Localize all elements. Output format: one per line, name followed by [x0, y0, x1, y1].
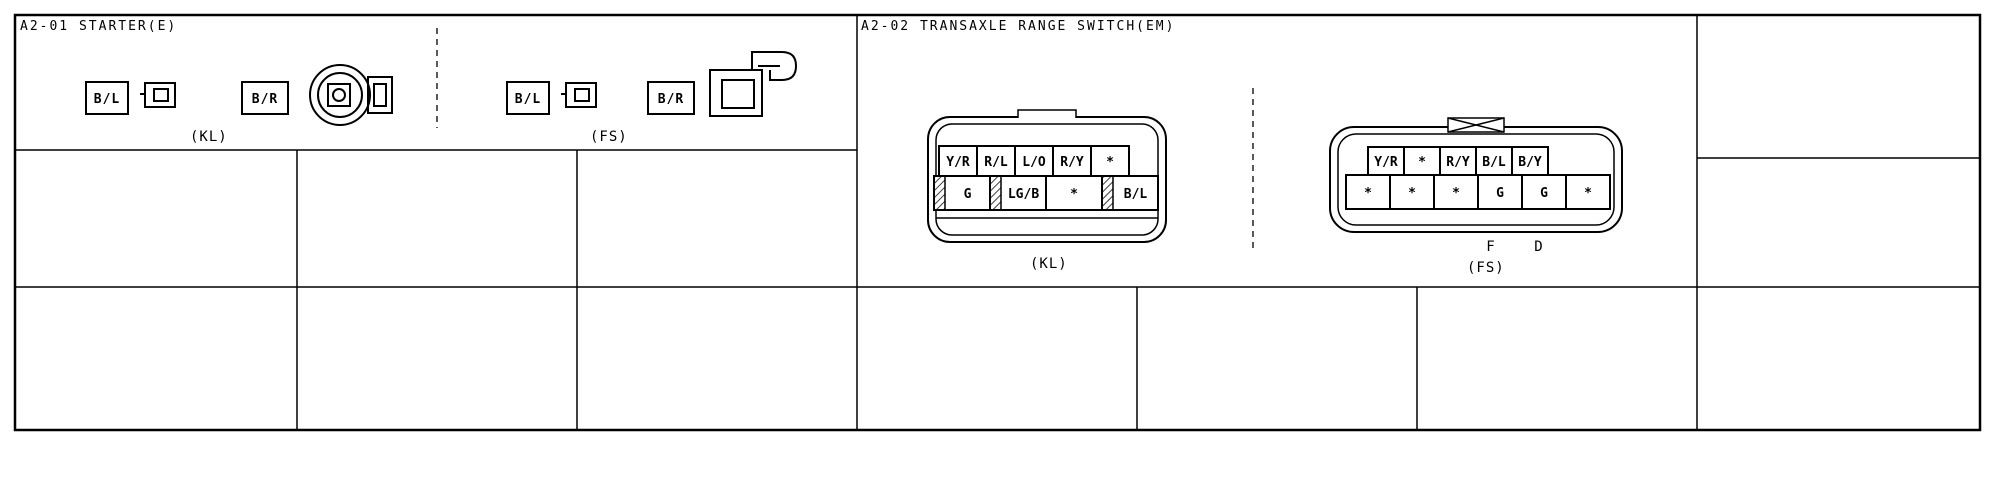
fs-bottom-pin-row: * * * G G *: [1345, 174, 1611, 210]
starter-fs-label: (FS): [590, 129, 628, 145]
pin-label: *: [1408, 186, 1416, 201]
pin-label: *: [1584, 186, 1592, 201]
pin-cell: Y/R: [938, 145, 978, 177]
pin-label: L/O: [1022, 155, 1046, 170]
ring-terminal-icon: [309, 64, 393, 126]
pin-label: R/L: [984, 155, 1008, 170]
transaxle-kl-connector: Y/R R/L L/O R/Y * G LG/B * B/L (KL): [927, 109, 1167, 272]
pin-cell: R/L: [976, 145, 1016, 177]
pin-label: B/Y: [1518, 155, 1542, 170]
starter-kl-label: (KL): [190, 129, 228, 145]
starter-kl-wire-right: B/R: [252, 92, 278, 107]
pin-cell: Y/R: [1367, 146, 1405, 176]
transaxle-fs-label: (FS): [1467, 260, 1505, 276]
key-hatch: [1101, 175, 1114, 211]
kl-bottom-pin-row: G LG/B * B/L: [933, 175, 1159, 211]
transaxle-kl-label: (KL): [1030, 256, 1068, 272]
pin-label: *: [1106, 155, 1114, 170]
starter-kl-wire-left: B/L: [94, 92, 120, 107]
pin-cell: LG/B: [989, 175, 1047, 211]
lock-tab-icon: [1447, 117, 1505, 133]
pin-cell: *: [1565, 174, 1611, 210]
transaxle-fs-connector: Y/R * R/Y B/L B/Y * * * G G * F D (FS): [1329, 117, 1623, 276]
pin-cell: *: [1389, 174, 1435, 210]
transaxle-title: A2-02 TRANSAXLE RANGE SWITCH(EM): [861, 19, 1175, 34]
pin-cell: G: [1521, 174, 1567, 210]
pin-label: *: [1364, 186, 1372, 201]
pin-label: G: [1496, 186, 1504, 201]
pin-label: B/L: [1124, 187, 1148, 202]
flag-terminal-icon: [709, 51, 798, 117]
plug-icon: [561, 82, 597, 108]
fs-top-pin-row: Y/R * R/Y B/L B/Y: [1367, 146, 1549, 176]
kl-top-pin-row: Y/R R/L L/O R/Y *: [938, 145, 1130, 177]
pin-label: *: [1418, 155, 1426, 170]
pin-cell: *: [1345, 174, 1391, 210]
pin-cell: B/L: [1475, 146, 1513, 176]
starter-fs-connector: B/L B/R (FS): [506, 51, 798, 145]
pin-label: B/L: [1482, 155, 1506, 170]
transaxle-fs-note-f: F: [1486, 239, 1495, 255]
transaxle-fs-note-d: D: [1534, 239, 1543, 255]
pin-cell: *: [1403, 146, 1441, 176]
key-hatch: [933, 175, 946, 211]
key-hatch: [989, 175, 1002, 211]
pin-cell: *: [1045, 175, 1103, 211]
pin-label: LG/B: [1008, 187, 1039, 202]
pin-label: R/Y: [1060, 155, 1084, 170]
pin-cell: R/Y: [1052, 145, 1092, 177]
pin-cell: L/O: [1014, 145, 1054, 177]
pin-label: R/Y: [1446, 155, 1470, 170]
pin-label: *: [1070, 187, 1078, 202]
pin-cell: B/Y: [1511, 146, 1549, 176]
starter-fs-wire-right: B/R: [658, 92, 684, 107]
pin-label: Y/R: [1374, 155, 1398, 170]
starter-kl-connector: B/L B/R (KL): [85, 64, 393, 145]
pin-cell: G: [933, 175, 991, 211]
plug-icon: [140, 82, 176, 108]
pin-label: *: [1452, 186, 1460, 201]
pin-label: G: [1540, 186, 1548, 201]
pin-cell: G: [1477, 174, 1523, 210]
pin-cell: R/Y: [1439, 146, 1477, 176]
pin-label: G: [964, 187, 972, 202]
starter-title: A2-01 STARTER(E): [20, 19, 177, 34]
pin-cell: *: [1433, 174, 1479, 210]
pin-cell: B/L: [1101, 175, 1159, 211]
pin-label: Y/R: [946, 155, 970, 170]
sheet-grid: [13, 13, 1982, 432]
pin-cell: *: [1090, 145, 1130, 177]
starter-fs-wire-left: B/L: [515, 92, 541, 107]
